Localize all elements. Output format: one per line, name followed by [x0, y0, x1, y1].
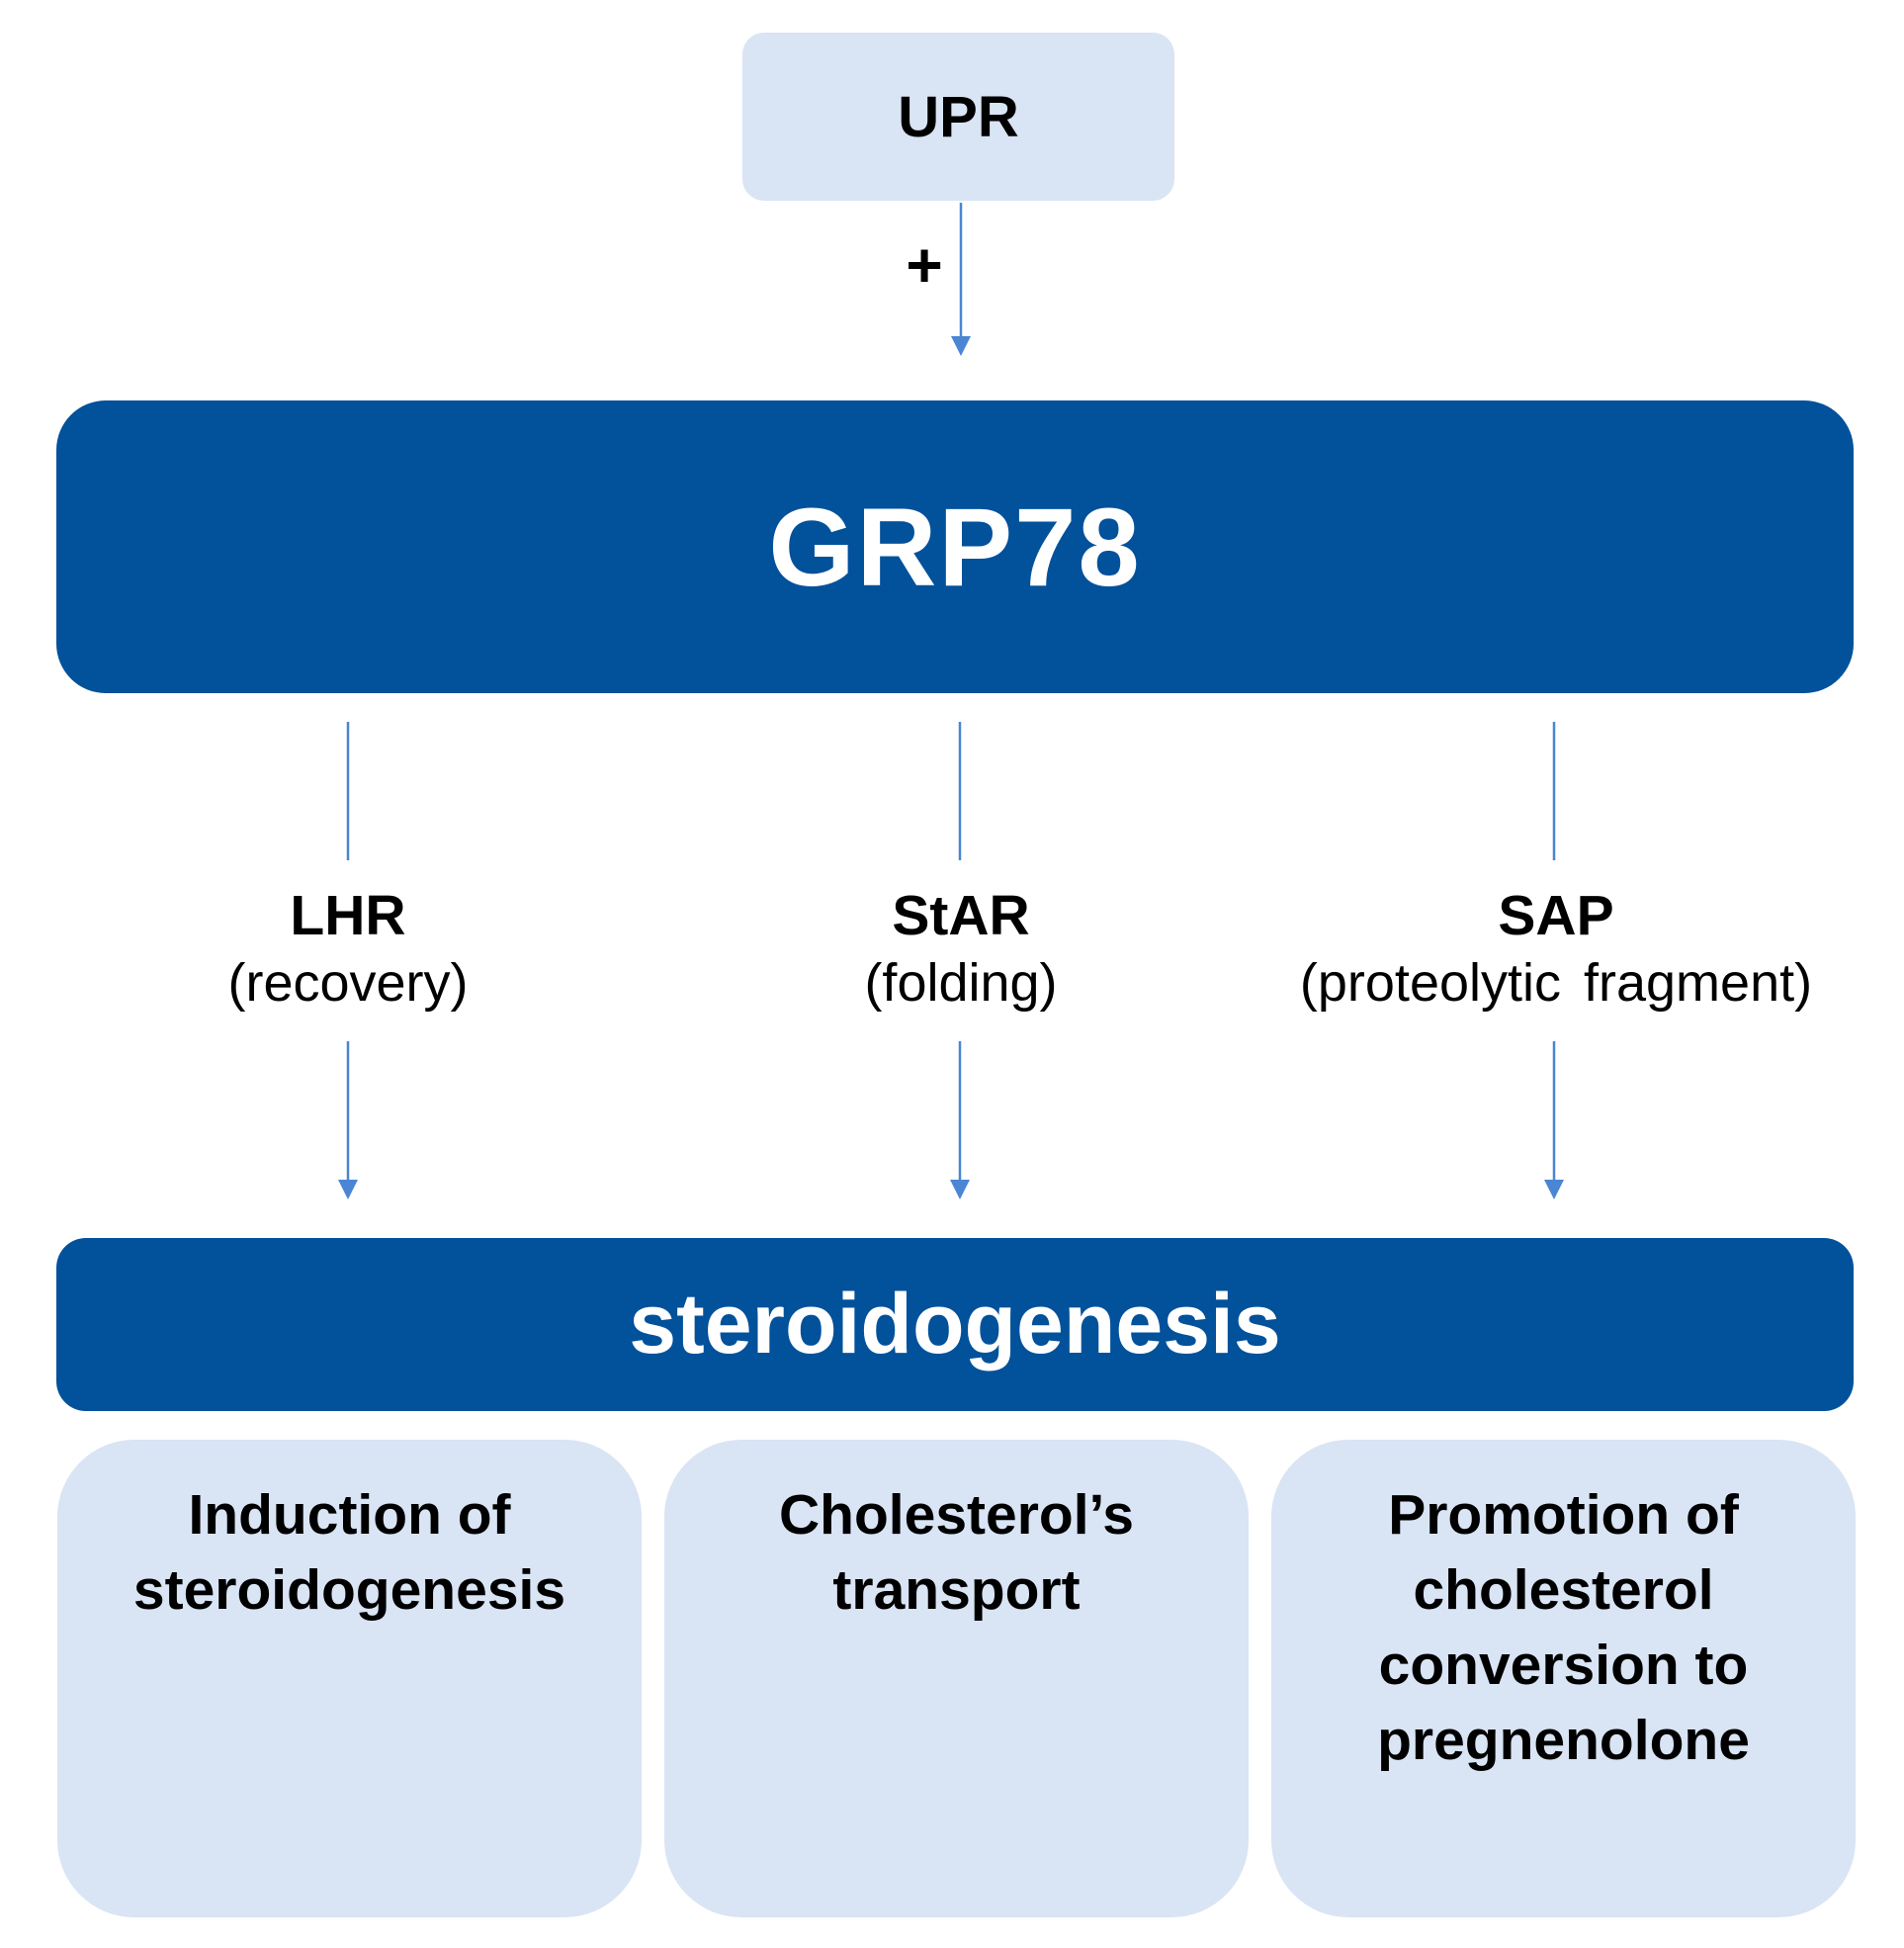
outcome-line: Induction of — [188, 1483, 511, 1547]
arrowhead-star — [950, 1180, 970, 1199]
mediator-name: SAP — [1498, 884, 1614, 947]
grp78-label: GRP78 — [768, 485, 1142, 609]
arrowhead-upr-to-grp78 — [951, 336, 971, 356]
arrowhead-sap — [1544, 1180, 1564, 1199]
mediator-name: StAR — [892, 884, 1030, 947]
mediator-role: (proteolytic fragment) — [1299, 953, 1813, 1013]
steroidogenesis-node: steroidogenesis — [56, 1238, 1854, 1411]
arrowhead-lhr — [338, 1180, 358, 1199]
outcome-conversion: Promotion of cholesterol conversion to p… — [1271, 1440, 1856, 1917]
outcome-line: transport — [832, 1558, 1081, 1622]
outcome-line: pregnenolone — [1377, 1709, 1750, 1772]
upr-node: UPR — [742, 33, 1174, 201]
outcome-line: cholesterol — [1413, 1558, 1714, 1622]
grp78-node: GRP78 — [56, 400, 1854, 693]
outcome-induction: Induction of steroidogenesis — [57, 1440, 642, 1917]
mediator-role: (folding) — [864, 953, 1058, 1013]
steroidogenesis-label: steroidogenesis — [629, 1277, 1281, 1372]
mediator-role: (recovery) — [227, 953, 469, 1013]
mediator-name: LHR — [290, 884, 406, 947]
outcome-line: Promotion of — [1388, 1483, 1739, 1547]
mediator-lhr: LHR (recovery) — [51, 883, 645, 1018]
outcome-transport: Cholesterol’s transport — [664, 1440, 1249, 1917]
outcome-line: steroidogenesis — [132, 1558, 566, 1622]
activation-plus-sign: + — [906, 229, 943, 301]
upr-label: UPR — [898, 84, 1019, 149]
mediator-star: StAR (folding) — [664, 883, 1257, 1018]
outcome-line: Cholesterol’s — [779, 1483, 1134, 1547]
mediator-sap: SAP (proteolytic fragment) — [1259, 883, 1853, 1018]
outcome-line: conversion to — [1378, 1634, 1749, 1697]
